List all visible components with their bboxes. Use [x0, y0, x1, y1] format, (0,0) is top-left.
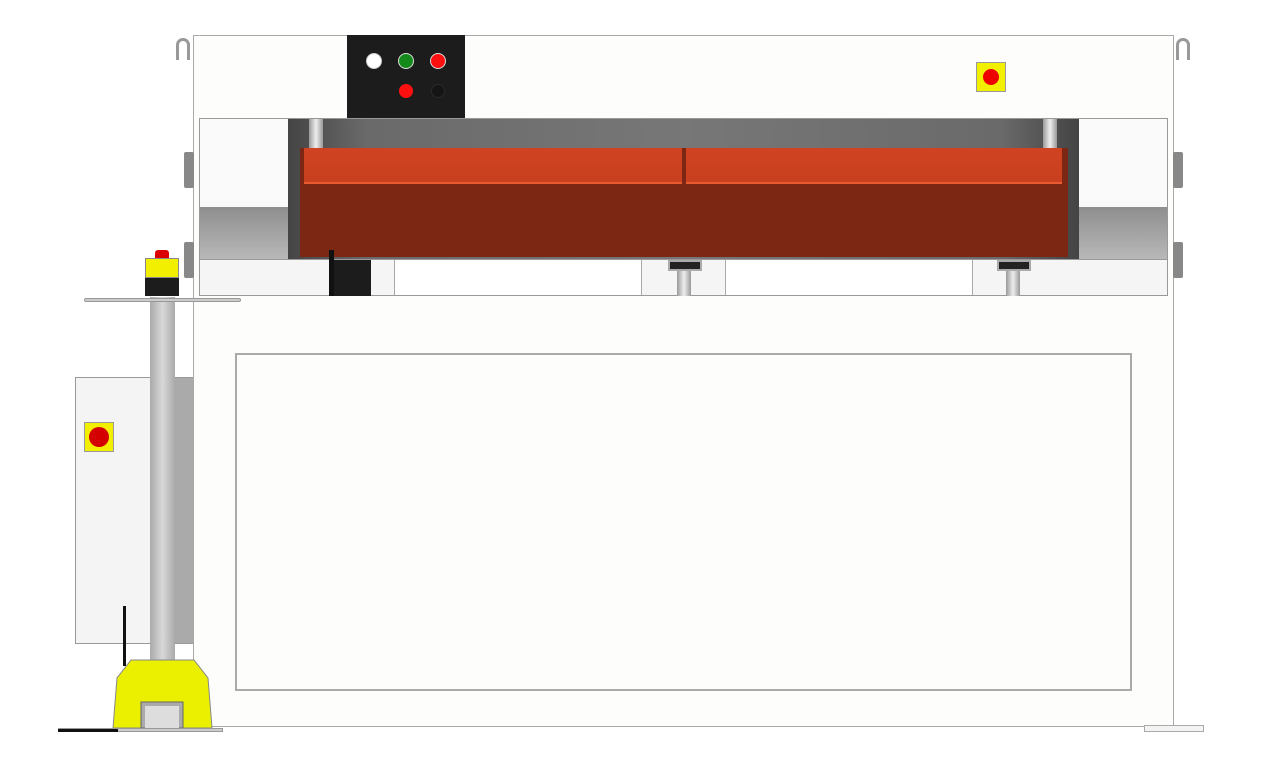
side-bolt: [184, 242, 194, 278]
indicator-lamp-icon: [431, 84, 445, 98]
hold-down-rod: [1006, 271, 1020, 296]
hold-down-rod: [677, 271, 691, 296]
stop-button[interactable]: [430, 53, 446, 69]
emergency-stop-icon[interactable]: [84, 422, 114, 452]
start-button[interactable]: [398, 53, 414, 69]
control-panel: [347, 35, 465, 118]
pedestal-post: [150, 297, 175, 660]
pedestal-tray: [84, 298, 241, 302]
front-panel: [235, 353, 1132, 691]
side-bolt: [184, 152, 194, 188]
pedal-cable: [123, 606, 126, 666]
clamp-lever: [329, 250, 334, 296]
foot-right: [1144, 725, 1204, 732]
emergency-stop-icon[interactable]: [976, 62, 1006, 92]
blade-top-right: [686, 148, 1062, 184]
cabinet-shadow: [175, 378, 193, 643]
indicator-lamp-icon[interactable]: [366, 53, 382, 69]
housing-shadow-right: [1079, 207, 1167, 259]
lifting-hook-left: [176, 38, 190, 60]
indicator-lamp-icon: [399, 84, 413, 98]
side-bolt: [1173, 152, 1183, 188]
foot-pedal-icon[interactable]: [111, 658, 214, 730]
pedal-cable-floor: [58, 729, 118, 732]
emergency-stop-box[interactable]: [145, 250, 179, 296]
lifting-hook-right: [1176, 38, 1190, 60]
housing-shadow-left: [200, 207, 288, 259]
side-bolt: [1173, 242, 1183, 278]
hold-down-cylinder: [668, 260, 702, 271]
upper-blade: [300, 148, 1068, 257]
hold-down-cylinder: [997, 260, 1031, 271]
clamp-block: [330, 260, 371, 296]
guide-rod: [309, 119, 323, 149]
table-segment: [725, 260, 973, 295]
table-segment: [394, 260, 642, 295]
blade-top-left: [304, 148, 682, 184]
guide-rod: [1043, 119, 1057, 149]
